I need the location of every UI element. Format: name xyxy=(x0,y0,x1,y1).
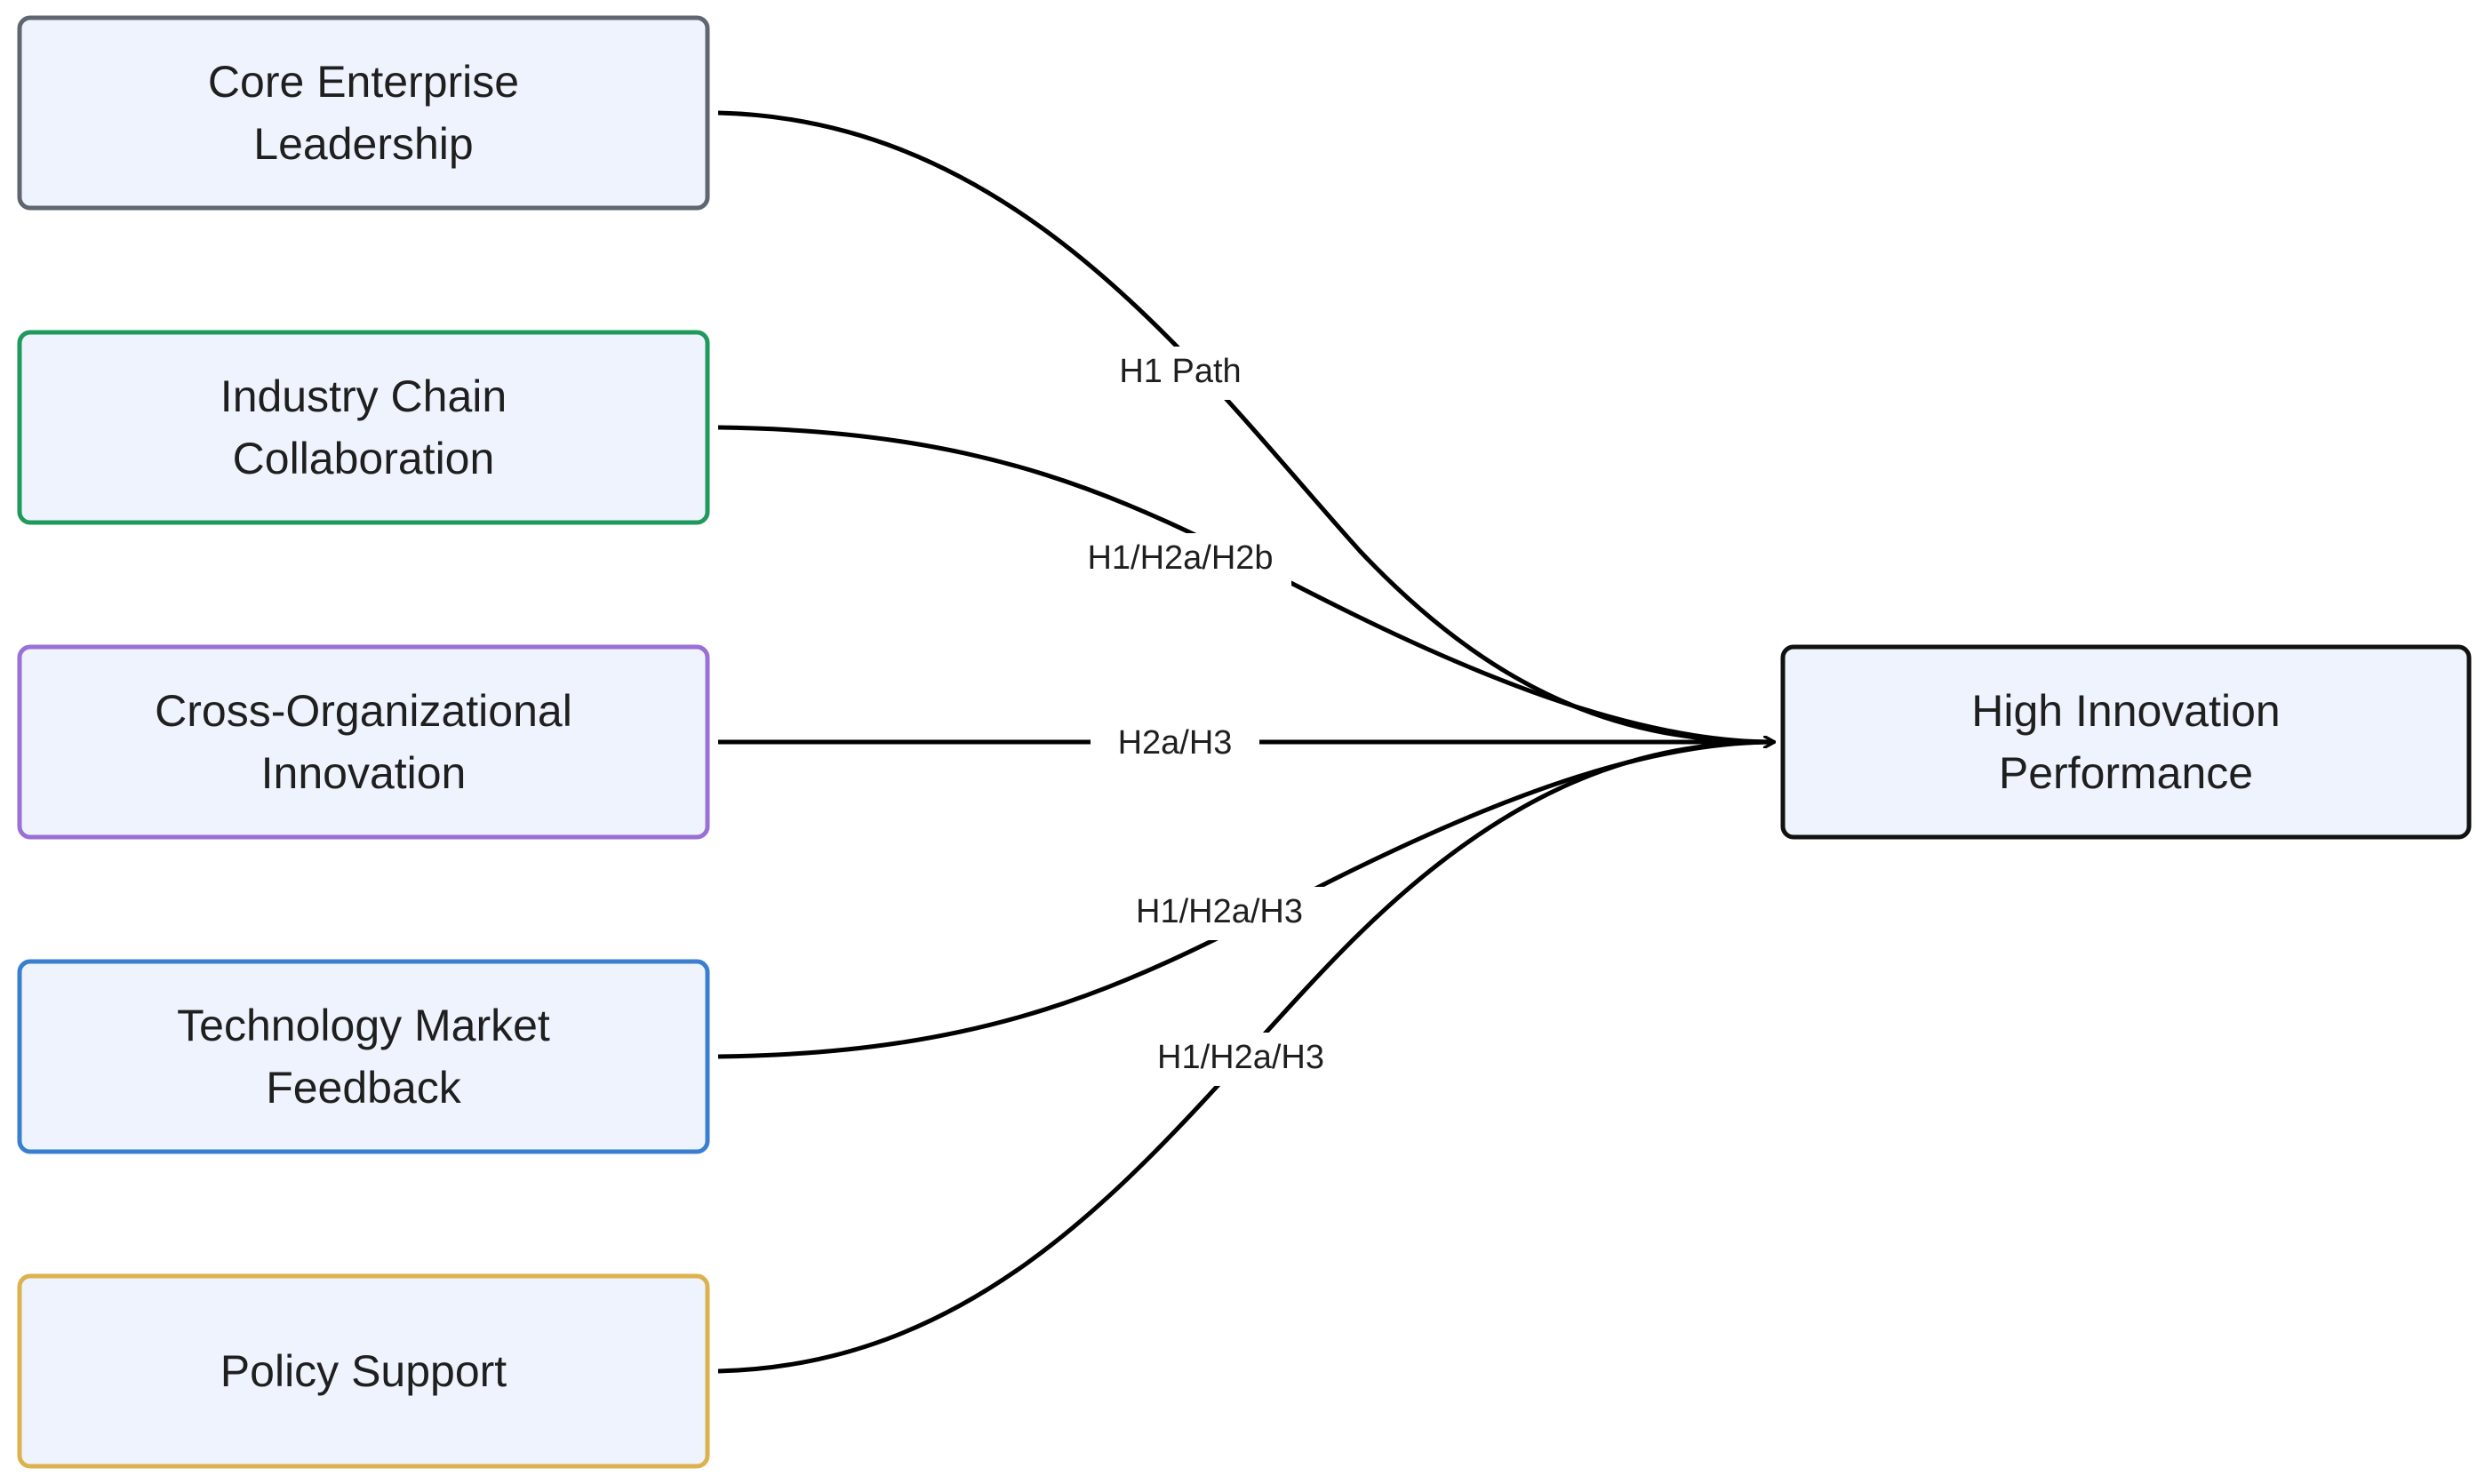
edge-label-background xyxy=(1108,887,1330,940)
edge-label-background xyxy=(1069,533,1291,586)
edge-core-to-target xyxy=(717,110,1774,742)
node-box xyxy=(17,644,710,840)
node-box xyxy=(17,959,710,1154)
edge-label-background xyxy=(1091,347,1269,400)
node-label-line: High Innovation xyxy=(1971,686,2280,736)
edge-label-background xyxy=(1091,718,1259,771)
edge-label-background xyxy=(1130,1033,1352,1086)
node-box xyxy=(17,15,710,211)
node-label-line: Leadership xyxy=(253,119,473,169)
node-label-line: Industry Chain xyxy=(220,371,507,421)
edge-label-core: H1 Path xyxy=(1119,353,1241,390)
node-box xyxy=(1780,644,2472,840)
node-label-line: Cross-Organizational xyxy=(155,686,572,736)
node-box xyxy=(17,330,710,525)
node-label-line: Policy Support xyxy=(220,1346,507,1396)
node-box xyxy=(17,1273,710,1469)
node-label-line: Collaboration xyxy=(233,434,495,483)
node-label-line: Performance xyxy=(1999,748,2253,798)
node-label-line: Core Enterprise xyxy=(208,57,519,107)
edge-label-tech: H1/H2a/H3 xyxy=(1136,893,1303,930)
edge-label-policy: H1/H2a/H3 xyxy=(1157,1039,1324,1076)
node-label-line: Technology Market xyxy=(177,1001,550,1050)
node-policy: Policy Support xyxy=(17,1273,710,1469)
node-label-line: Innovation xyxy=(261,748,467,798)
edge-chain-to-target xyxy=(717,425,1774,742)
node-label-line: Feedback xyxy=(266,1063,462,1113)
edge-policy-to-target xyxy=(717,742,1774,1374)
edge-label-cross: H2a/H3 xyxy=(1118,724,1233,762)
edge-label-chain: H1/H2a/H2b xyxy=(1087,539,1273,577)
edge-labels-layer: H1 PathH1/H2a/H2bH2a/H3H1/H2a/H3H1/H2a/H… xyxy=(1069,347,1352,1086)
